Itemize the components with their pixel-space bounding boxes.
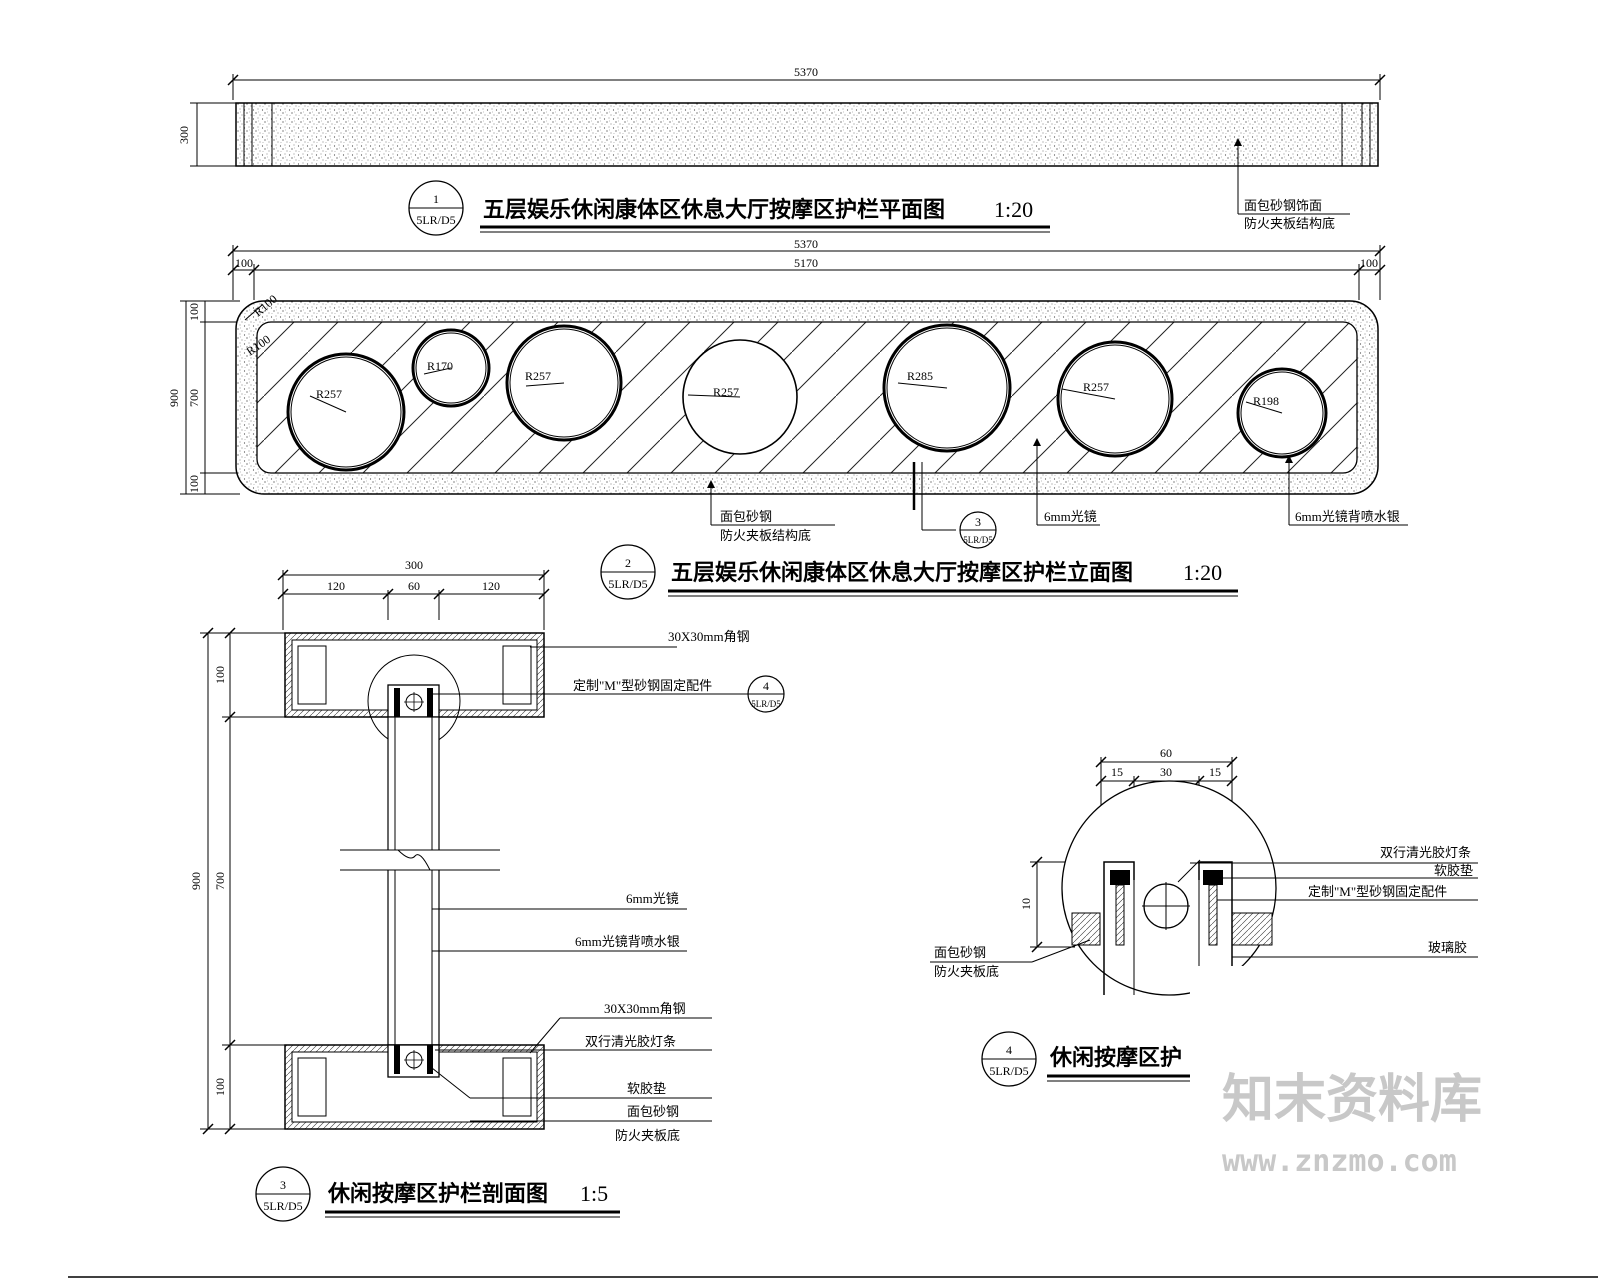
elev-circle-6: R257 (1056, 340, 1174, 458)
elev-title: 五层娱乐休闲康体区休息大厅按摩区护栏立面图 (671, 560, 1133, 585)
detail-d3: 15 (1209, 765, 1221, 779)
detail-height-dim: 10 (1019, 898, 1033, 910)
elev-circle-2-label: R170 (427, 359, 453, 373)
plan-bubble-num: 1 (433, 192, 439, 206)
detail-note-light: 双行清光胶灯条 (1380, 845, 1471, 860)
elev-circle-1-label: R257 (316, 387, 342, 401)
elev-top-dim: 100 (187, 303, 201, 321)
elev-circle-2: R170 (411, 328, 491, 408)
section-w3: 120 (482, 579, 500, 593)
section-bubble-ref: 5LR/D5 (263, 1199, 302, 1213)
section-glass (387, 716, 440, 1046)
elev-circle-6-label: R257 (1083, 380, 1109, 394)
section-w1: 120 (327, 579, 345, 593)
detail-note-glue: 玻璃胶 (1428, 940, 1467, 955)
elev-circle-5-label: R285 (907, 369, 933, 383)
section-bottom-block (284, 1044, 545, 1130)
section-title-bubble: 3 5LR/D5 (255, 1166, 311, 1222)
plan-bubble-ref: 5LR/D5 (416, 213, 455, 227)
section-note-angle-bottom: 30X30mm角钢 (604, 1001, 686, 1016)
section-note-mirror-back: 6mm光镜背喷水银 (575, 934, 680, 949)
elev-bubble-ref: 5LR/D5 (608, 577, 647, 591)
elev-note-mirror-back: 6mm光镜背喷水银 (1295, 509, 1400, 524)
section-height-dim: 900 (189, 872, 203, 890)
elevation-view: 5370 5170 100 100 900 700 100 100 R100 R… (167, 237, 1408, 600)
elev-circle-1: R257 (286, 352, 406, 472)
section-note-steel: 面包砂钢 (627, 1104, 679, 1119)
detail-title: 休闲按摩区护 (1049, 1045, 1182, 1070)
section-note-mirror: 6mm光镜 (626, 891, 679, 906)
plan-view: 5370 300 面包砂钢饰面 防火夹板结构底 1 5LR/D5 五层娱乐休闲康… (177, 65, 1386, 236)
section-top-dim: 100 (213, 666, 227, 684)
elev-circle-3: R257 (505, 324, 623, 442)
elev-note-frame-2: 防火夹板结构底 (720, 528, 811, 543)
elev-scale: 1:20 (1183, 560, 1222, 585)
elev-section-mark: 3 5LR/D5 (959, 511, 997, 549)
section-scale: 1:5 (580, 1181, 608, 1206)
plan-overall-dim: 5370 (794, 65, 818, 79)
elev-title-bubble: 2 5LR/D5 (600, 544, 656, 600)
watermark-url: www.znzmo.com (1222, 1144, 1457, 1179)
elev-note-mirror: 6mm光镜 (1044, 509, 1097, 524)
detail-view: 60 15 30 15 10 双行清光胶灯条 软胶垫 定制"M"型砂钢固定配件 … (930, 746, 1478, 1087)
section-view: 300 120 60 120 900 100 700 100 (189, 558, 785, 1222)
section-mid-dim: 700 (213, 872, 227, 890)
elev-bubble-num: 2 (625, 556, 631, 570)
plan-title-bubble: 1 5LR/D5 (408, 180, 464, 236)
plan-depth-dim: 300 (177, 126, 191, 144)
section-note-angle-top: 30X30mm角钢 (668, 629, 750, 644)
elev-circle-3-label: R257 (525, 369, 551, 383)
elev-section-mark-ref: 5LR/D5 (963, 535, 993, 545)
detail-note-fixing: 定制"M"型砂钢固定配件 (1308, 884, 1447, 899)
section-detail-ref: 5LR/D5 (751, 699, 781, 709)
elev-edge-left: 100 (235, 256, 253, 270)
elev-mid-dim: 700 (187, 389, 201, 407)
elev-overall-dim: 5370 (794, 237, 818, 251)
detail-note-steel: 面包砂钢 (934, 945, 986, 960)
elev-edge-right: 100 (1360, 256, 1378, 270)
elev-circle-5: R285 (882, 323, 1012, 453)
plan-note-line1: 面包砂钢饰面 (1244, 198, 1322, 213)
elev-circle-4-label: R257 (713, 385, 739, 399)
watermark-brand: 知末资料库 (1222, 1070, 1482, 1130)
section-note-fixing: 定制"M"型砂钢固定配件 (573, 678, 712, 693)
elev-bottom-dim: 100 (187, 475, 201, 493)
section-bubble-num: 3 (280, 1178, 286, 1192)
elev-circle-7: R198 (1236, 367, 1328, 459)
elev-section-mark-num: 3 (975, 515, 981, 529)
elev-inner-dim: 5170 (794, 256, 818, 270)
elev-height-dim: 900 (167, 389, 181, 407)
elev-note-frame-1: 面包砂钢 (720, 509, 772, 524)
section-w2: 60 (408, 579, 420, 593)
section-detail-num: 4 (763, 679, 769, 693)
section-top-block (284, 632, 545, 748)
detail-bubble-ref: 5LR/D5 (989, 1064, 1028, 1078)
detail-d2: 30 (1160, 765, 1172, 779)
elev-circle-7-label: R198 (1253, 394, 1279, 408)
plan-scale: 1:20 (994, 197, 1033, 222)
detail-bubble-num: 4 (1006, 1043, 1012, 1057)
section-title: 休闲按摩区护栏剖面图 (327, 1181, 548, 1206)
plan-title: 五层娱乐休闲康体区休息大厅按摩区护栏平面图 (483, 197, 945, 222)
detail-note-board: 防火夹板底 (934, 964, 999, 979)
detail-note-pad: 软胶垫 (1434, 863, 1473, 878)
detail-width-dim: 60 (1160, 746, 1172, 760)
detail-d1: 15 (1111, 765, 1123, 779)
watermark-background (1190, 966, 1600, 1178)
section-detail-bubble: 4 5LR/D5 (747, 675, 785, 713)
section-note-board: 防火夹板底 (615, 1128, 680, 1143)
detail-title-bubble: 4 5LR/D5 (981, 1031, 1037, 1087)
section-bottom-dim: 100 (213, 1078, 227, 1096)
plan-rail-body (235, 102, 1379, 167)
plan-note-line2: 防火夹板结构底 (1244, 216, 1335, 231)
section-width-dim: 300 (405, 558, 423, 572)
section-note-pad: 软胶垫 (627, 1081, 666, 1096)
elev-circle-4: R257 (682, 339, 798, 455)
section-note-light: 双行清光胶灯条 (585, 1034, 676, 1049)
